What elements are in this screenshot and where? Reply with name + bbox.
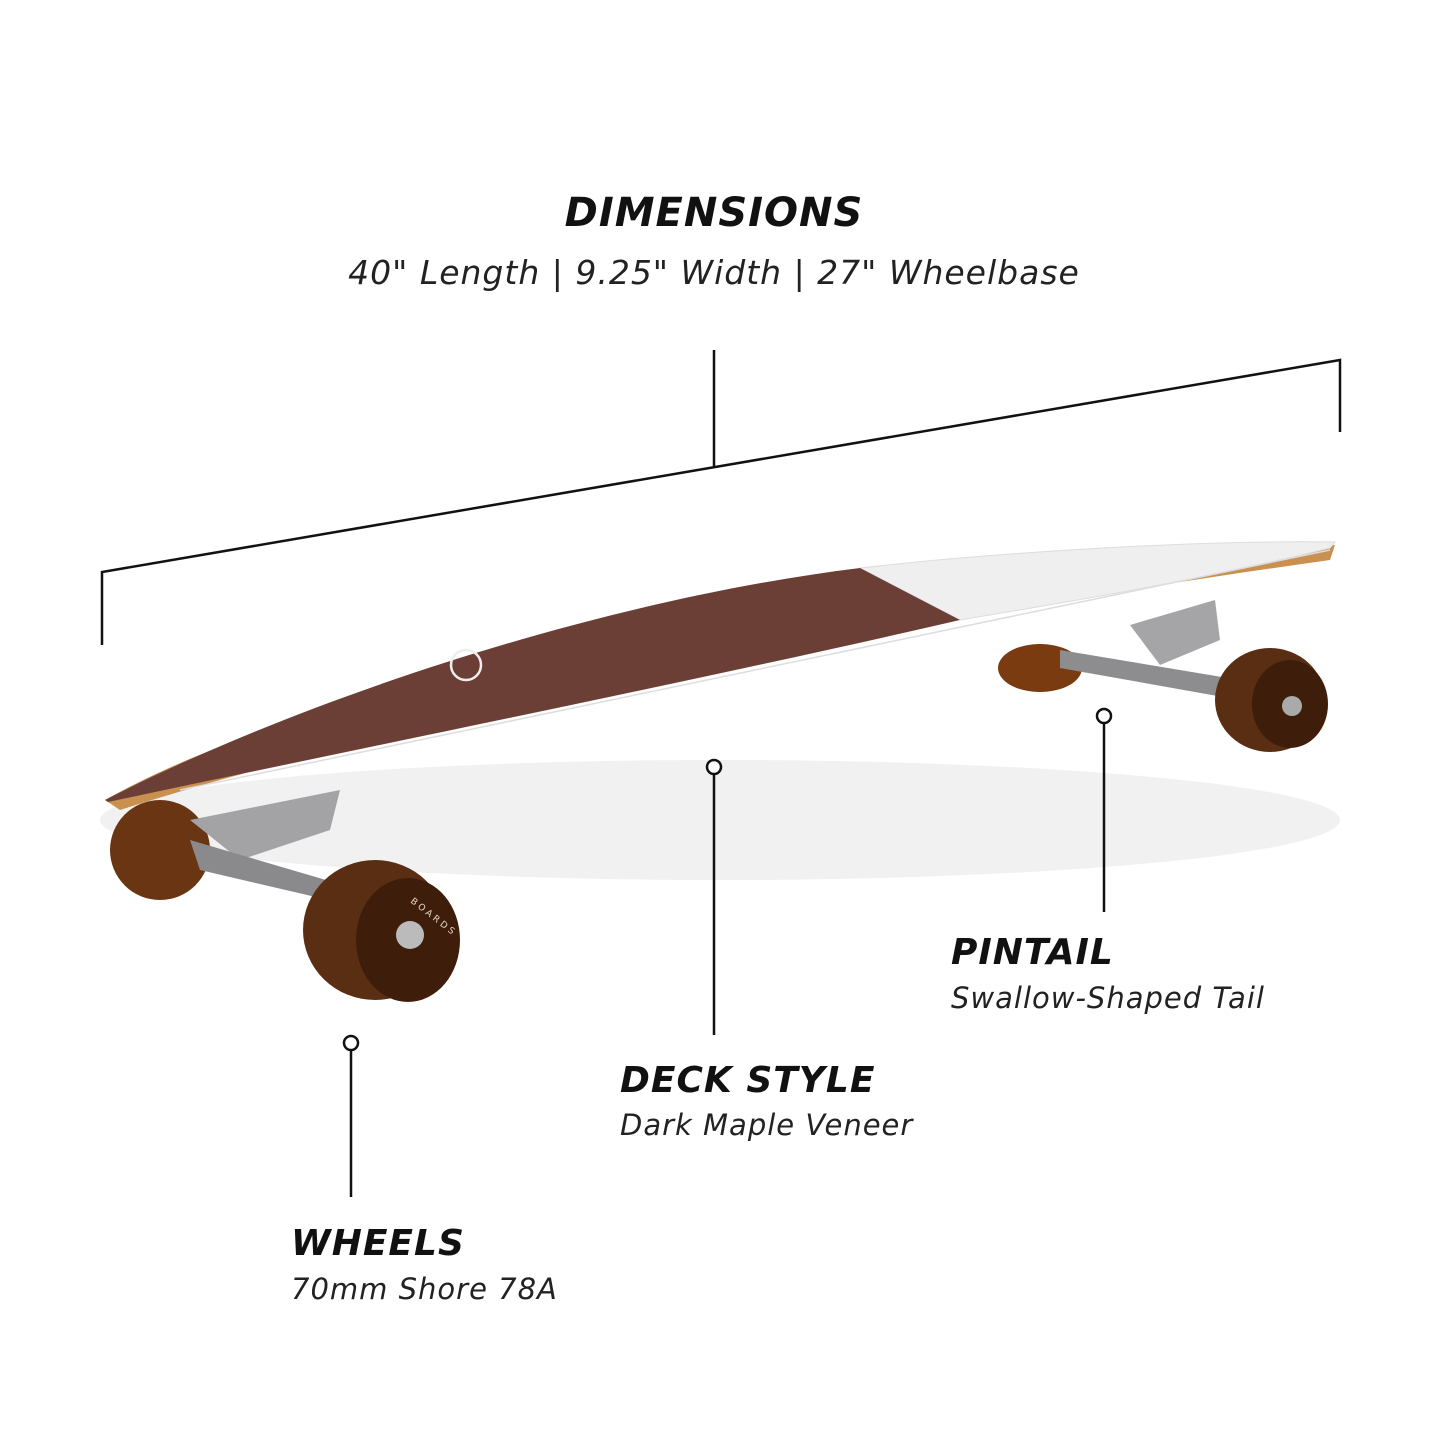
pintail-detail: Swallow-Shaped Tail [951,981,1265,1015]
deck-style-detail: Dark Maple Veneer [620,1108,914,1142]
front-truck: BOARDS [110,790,460,1002]
dimension-bracket [100,350,1342,645]
wheels-detail: 70mm Shore 78A [291,1272,558,1306]
shadow [100,760,1340,880]
dark-grip-tape [105,568,960,802]
wheel-front-left [110,800,210,900]
pintail-heading: PINTAIL [951,932,1114,973]
dimensions-detail: 40" Length | 9.25" Width | 27" Wheelbase [348,253,1080,292]
leader-lines [342,707,1113,1197]
wheels-heading: WHEELS [291,1223,465,1264]
rear-truck [998,600,1328,752]
clear-grip-tail [858,541,1337,621]
dimensions-heading: DIMENSIONS [564,190,864,236]
deck-style-heading: DECK STYLE [620,1060,876,1101]
logo-icon [449,648,483,682]
deck-center-line [179,549,1331,791]
